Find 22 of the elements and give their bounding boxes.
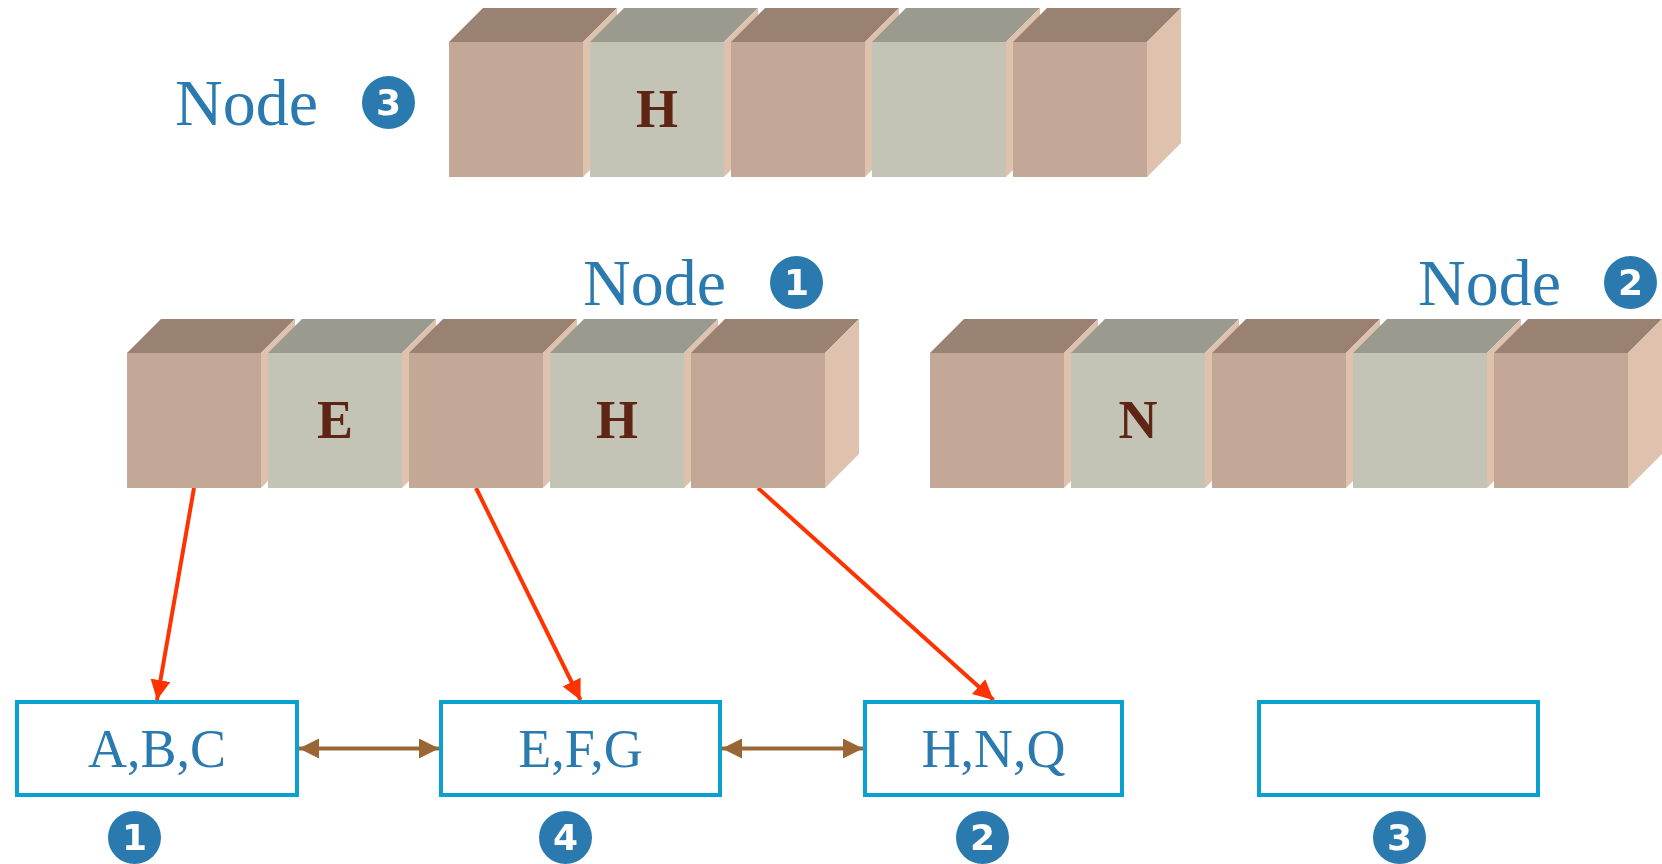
cube-cell (1013, 8, 1181, 177)
number-badge: 2 (956, 811, 1009, 864)
empty-leaf-box (1257, 700, 1540, 797)
arrow (722, 738, 863, 759)
node-title: Node (1418, 250, 1561, 316)
node-title: Node (175, 70, 318, 136)
leaf-box: A,B,C (15, 700, 299, 797)
arrow (756, 486, 995, 702)
number-badge: 1 (770, 256, 823, 309)
cube-cell (1494, 319, 1662, 488)
number-badge: 3 (362, 76, 415, 129)
number-badge: 4 (539, 811, 592, 864)
cube-cell (691, 319, 859, 488)
node-title: Node (583, 250, 726, 316)
number-badge: 3 (1373, 811, 1426, 864)
number-badge: 1 (108, 811, 161, 864)
number-badge: 2 (1604, 256, 1657, 309)
arrow (150, 487, 196, 701)
leaf-box: H,N,Q (863, 700, 1124, 797)
arrow (299, 738, 439, 759)
arrow (474, 487, 583, 701)
leaf-box: E,F,G (439, 700, 722, 797)
